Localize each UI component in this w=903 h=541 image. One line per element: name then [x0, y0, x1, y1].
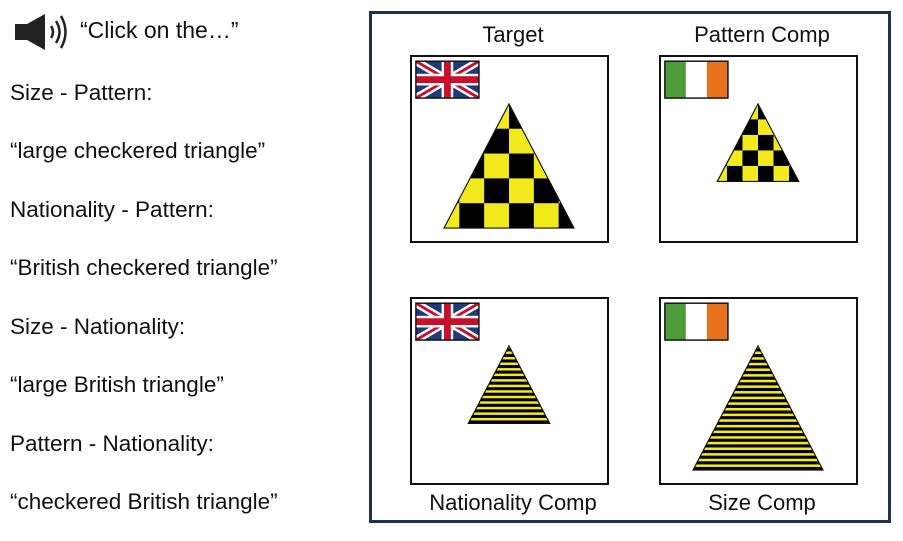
checkered-triangle — [717, 103, 799, 182]
instructions-column: “Click on the…” Size - Pattern: “large c… — [0, 0, 360, 541]
striped-triangle — [468, 345, 550, 424]
uk-flag-icon — [415, 60, 480, 99]
stimulus-panel: Target Pattern Comp Nationality Comp Siz… — [369, 11, 891, 523]
card-label-target: Target — [482, 22, 544, 47]
condition-heading: Nationality - Pattern: — [10, 197, 214, 222]
card-nationality-comp[interactable] — [410, 297, 609, 485]
prompt-text: “Click on the…” — [80, 17, 239, 43]
condition-phrase: “checkered British triangle” — [10, 489, 278, 514]
card-label-size-comp: Size Comp — [708, 490, 816, 515]
ireland-flag-icon — [664, 302, 729, 341]
condition-phrase: “British checkered triangle” — [10, 255, 278, 280]
condition-phrase: “large British triangle” — [10, 372, 224, 397]
striped-triangle — [693, 345, 823, 471]
speaker-icon[interactable] — [12, 12, 72, 52]
card-pattern-comp[interactable] — [659, 55, 858, 243]
condition-heading: Pattern - Nationality: — [10, 431, 214, 456]
card-size-comp[interactable] — [659, 297, 858, 485]
card-target[interactable] — [410, 55, 609, 243]
condition-heading: Size - Nationality: — [10, 314, 186, 339]
condition-phrase: “large checkered triangle” — [10, 138, 266, 163]
card-label-nationality-comp: Nationality Comp — [429, 490, 597, 515]
uk-flag-icon — [415, 302, 480, 341]
card-label-pattern-comp: Pattern Comp — [694, 22, 830, 47]
condition-heading: Size - Pattern: — [10, 80, 153, 105]
ireland-flag-icon — [664, 60, 729, 99]
checkered-triangle — [444, 103, 574, 229]
